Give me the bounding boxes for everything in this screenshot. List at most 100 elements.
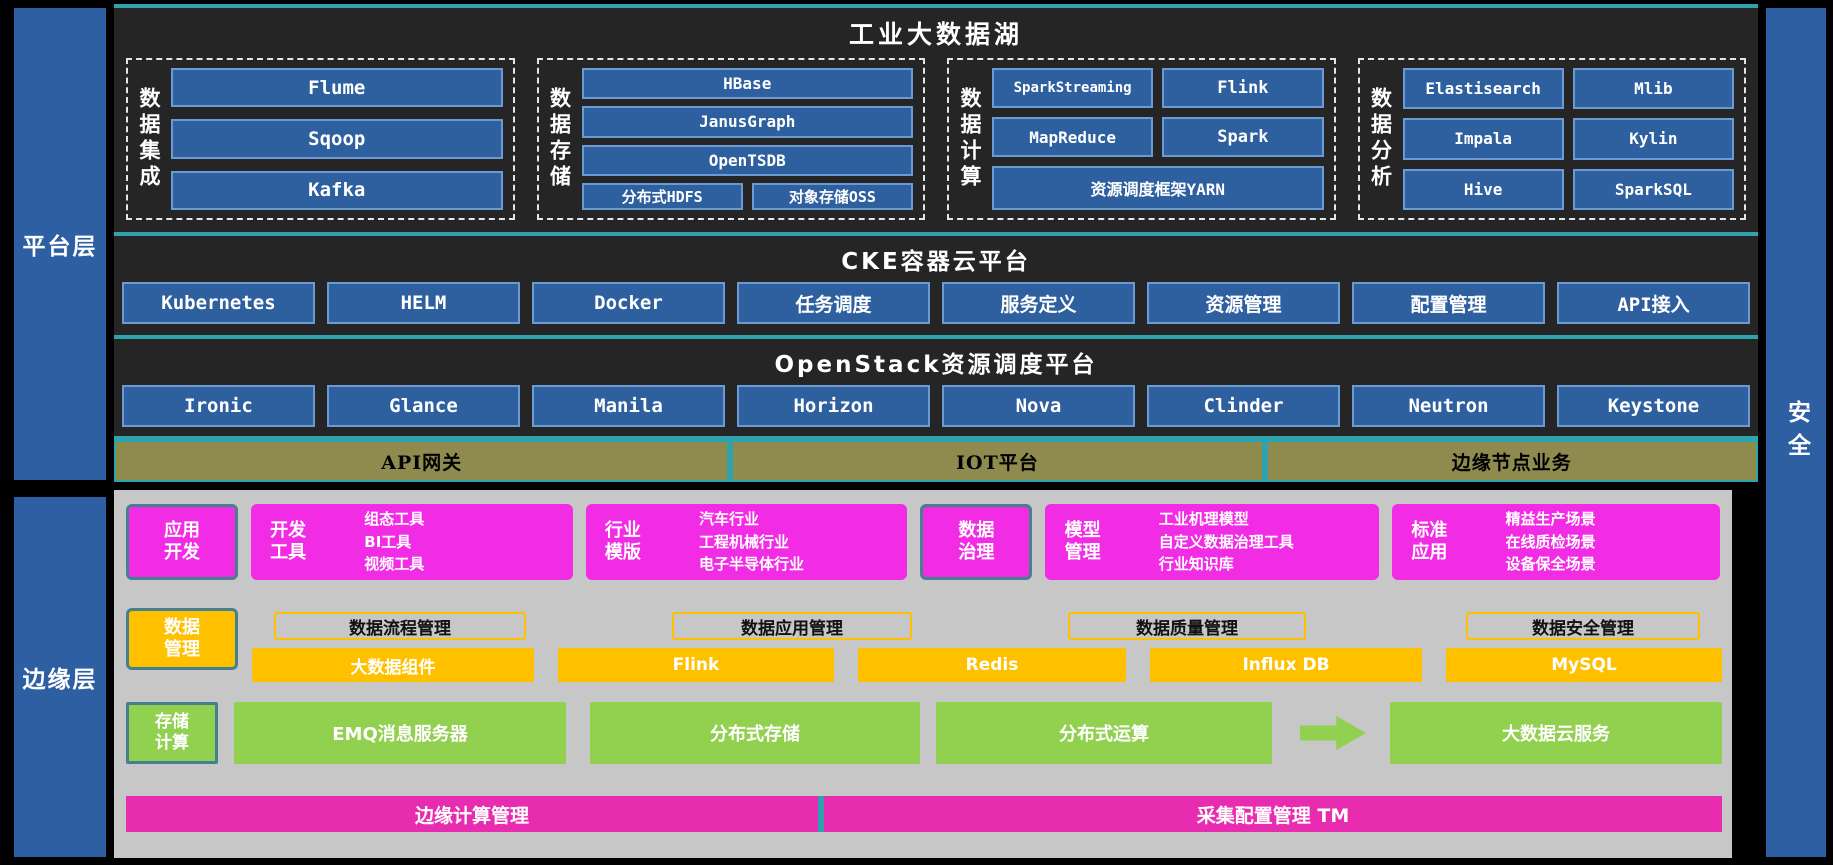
component-hbase: HBase <box>581 68 913 100</box>
bar-collect-config-mgmt: 采集配置管理 TM <box>824 796 1722 832</box>
data-lake-panel: 工业大数据湖 数据集成 Flume Sqoop Kafka 数据存储 HBase… <box>114 8 1758 232</box>
group-dev-tools-lines: 组态工具 BI工具 视频工具 <box>364 508 424 576</box>
layer-label-security: 安全 <box>1766 8 1826 857</box>
openstack-panel: OpenStack资源调度平台 Ironic Glance Manila Hor… <box>114 339 1758 436</box>
cke-panel: CKE容器云平台 Kubernetes HELM Docker 任务调度 服务定… <box>114 236 1758 335</box>
component-hdfs: 分布式HDFS <box>581 182 743 210</box>
box-distributed-storage: 分布式存储 <box>590 702 920 764</box>
fill-bigdata-components: 大数据组件 <box>252 648 534 682</box>
component-horizon: Horizon <box>737 385 930 427</box>
component-manila: Manila <box>532 385 725 427</box>
group-data-computing: 数据计算 SparkStreaming Flink MapReduce Spar… <box>947 58 1336 220</box>
group-data-integration-label: 数据集成 <box>137 87 161 191</box>
group-line: 工程机械行业 <box>699 532 790 551</box>
component-nova: Nova <box>942 385 1135 427</box>
component-ironic: Ironic <box>122 385 315 427</box>
component-oss: 对象存储OSS <box>751 182 913 210</box>
outline-data-flow-mgmt: 数据流程管理 <box>274 612 526 640</box>
openstack-title: OpenStack资源调度平台 <box>774 352 1098 378</box>
cke-title: CKE容器云平台 <box>841 249 1031 275</box>
component-hive: Hive <box>1402 168 1564 210</box>
box-storage-compute-label: 存储计算 <box>155 711 189 753</box>
fill-mysql: MySQL <box>1446 648 1722 682</box>
box-bigdata-cloud-service: 大数据云服务 <box>1390 702 1722 764</box>
group-model-mgmt-lines: 工业机理模型 自定义数据治理工具 行业知识库 <box>1159 508 1294 576</box>
box-emq-server: EMQ消息服务器 <box>234 702 566 764</box>
fill-redis: Redis <box>858 648 1126 682</box>
group-line: BI工具 <box>364 532 412 551</box>
group-line: 组态工具 <box>364 510 425 529</box>
group-line: 在线质检场景 <box>1505 532 1596 551</box>
component-keystone: Keystone <box>1557 385 1750 427</box>
group-standard-apps-lines: 精益生产场景 在线质检场景 设备保全场景 <box>1506 508 1596 576</box>
feature-api-access: API接入 <box>1557 282 1750 324</box>
layer-label-platform: 平台层 <box>14 8 106 480</box>
openstack-items-row: Ironic Glance Manila Horizon Nova Clinde… <box>114 385 1758 427</box>
component-kylin: Kylin <box>1572 118 1734 160</box>
data-lake-groups: 数据集成 Flume Sqoop Kafka 数据存储 HBase JanusG… <box>114 58 1758 232</box>
component-flink: Flink <box>1162 68 1324 108</box>
group-standard-apps-label: 标准应用 <box>1411 519 1448 564</box>
fill-flink: Flink <box>558 648 834 682</box>
component-spark: Spark <box>1162 117 1324 157</box>
layer-label-edge: 边缘层 <box>14 497 106 857</box>
group-dev-tools: 开发工具 组态工具 BI工具 视频工具 <box>251 504 573 580</box>
group-standard-apps: 标准应用 精益生产场景 在线质检场景 设备保全场景 <box>1392 504 1720 580</box>
component-kubernetes: Kubernetes <box>122 282 315 324</box>
group-line: 自定义数据治理工具 <box>1158 532 1294 551</box>
group-dev-tools-label: 开发工具 <box>270 519 307 564</box>
bar-iot-platform: IOT平台 <box>733 442 1262 480</box>
edge-area: 应用开发 开发工具 组态工具 BI工具 视频工具 行业模版 汽车行业 工程机械行… <box>114 490 1732 858</box>
feature-config-mgmt: 配置管理 <box>1352 282 1545 324</box>
group-data-analysis: 数据分析 Elastisearch Mlib Impala Kylin Hive <box>1357 58 1746 220</box>
fill-influxdb: Influx DB <box>1150 648 1422 682</box>
group-industry-templates: 行业模版 汽车行业 工程机械行业 电子半导体行业 <box>585 504 908 580</box>
group-data-storage: 数据存储 HBase JanusGraph OpenTSDB 分布式HDFS 对… <box>536 58 925 220</box>
layer-label-platform-text: 平台层 <box>22 234 98 260</box>
data-lake-title: 工业大数据湖 <box>848 20 1023 49</box>
component-opentsdb: OpenTSDB <box>581 144 913 176</box>
layer-label-edge-text: 边缘层 <box>22 667 98 693</box>
component-mlib: Mlib <box>1572 68 1734 110</box>
box-app-dev: 应用开发 <box>126 504 238 580</box>
bar-edge-compute-mgmt: 边缘计算管理 <box>126 796 818 832</box>
group-industry-templates-label: 行业模版 <box>604 519 641 564</box>
box-app-dev-label: 应用开发 <box>163 519 200 564</box>
gateway-row: API网关 IOT平台 边缘节点业务 <box>114 440 1758 482</box>
group-line: 行业知识库 <box>1158 555 1234 574</box>
box-data-governance: 数据治理 <box>920 504 1033 580</box>
group-industry-templates-lines: 汽车行业 工程机械行业 电子半导体行业 <box>699 508 804 576</box>
cke-items-row: Kubernetes HELM Docker 任务调度 服务定义 资源管理 配置… <box>114 282 1758 324</box>
feature-task-scheduling: 任务调度 <box>737 282 930 324</box>
bar-api-gateway: API网关 <box>116 442 728 480</box>
group-model-mgmt: 模型管理 工业机理模型 自定义数据治理工具 行业知识库 <box>1045 504 1380 580</box>
group-line: 精益生产场景 <box>1505 510 1596 529</box>
component-neutron: Neutron <box>1352 385 1545 427</box>
box-distributed-compute: 分布式运算 <box>936 702 1272 764</box>
component-mapreduce: MapReduce <box>992 117 1154 157</box>
group-line: 工业机理模型 <box>1158 510 1249 529</box>
group-line: 视频工具 <box>364 555 425 574</box>
component-glance: Glance <box>327 385 520 427</box>
feature-resource-mgmt: 资源管理 <box>1147 282 1340 324</box>
component-flume: Flume <box>171 68 503 108</box>
group-line: 电子半导体行业 <box>699 555 805 574</box>
box-data-mgmt: 数据管理 <box>126 608 238 670</box>
group-data-analysis-label: 数据分析 <box>1368 87 1393 191</box>
component-janusgraph: JanusGraph <box>581 106 913 138</box>
group-data-computing-label: 数据计算 <box>958 87 982 191</box>
group-line: 汽车行业 <box>699 510 760 529</box>
box-data-mgmt-label: 数据管理 <box>163 616 200 661</box>
group-line: 设备保全场景 <box>1505 555 1596 574</box>
bar-edge-node-business: 边缘节点业务 <box>1267 442 1756 480</box>
group-data-storage-label: 数据存储 <box>547 87 572 191</box>
group-data-integration: 数据集成 Flume Sqoop Kafka <box>126 58 515 220</box>
group-model-mgmt-label: 模型管理 <box>1064 519 1101 564</box>
arrow-right-icon <box>1300 716 1366 750</box>
feature-service-definition: 服务定义 <box>942 282 1135 324</box>
component-sparksql: SparkSQL <box>1572 168 1734 210</box>
outline-data-security-mgmt: 数据安全管理 <box>1466 612 1700 640</box>
component-docker: Docker <box>532 282 725 324</box>
layer-label-security-text: 安全 <box>1783 399 1810 466</box>
